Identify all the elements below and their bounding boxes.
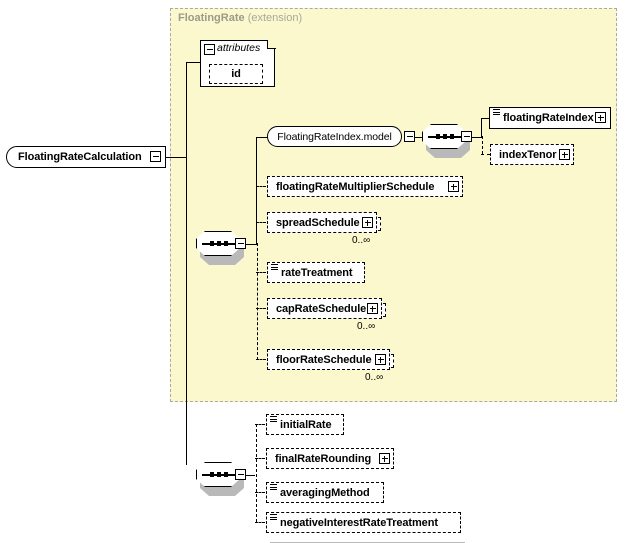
connector-floorRateSchedule: [256, 359, 266, 360]
finalRateRounding-expander-plus-icon[interactable]: [379, 453, 390, 464]
sequence-dots-icon: [210, 240, 228, 246]
connector-attributes: [186, 62, 201, 64]
connector-model-node: [256, 137, 268, 139]
element-finalRateRounding[interactable]: finalRateRounding: [266, 448, 394, 469]
spreadSchedule-cardinality: 0..∞: [352, 235, 371, 246]
element-spreadSchedule[interactable]: spreadSchedule: [267, 212, 377, 233]
connector-finalRateRounding: [255, 458, 265, 459]
floorRateSchedule-expander-plus-icon[interactable]: [375, 354, 386, 365]
connector-initialRate: [255, 424, 265, 425]
attribute-id[interactable]: id: [209, 64, 263, 84]
element-capRateSchedule-label: capRateSchedule: [276, 302, 367, 315]
sequence-node-upper[interactable]: [196, 231, 240, 256]
connector-capRateSchedule: [256, 308, 266, 309]
attributes-box-notch: [267, 40, 276, 49]
element-initialRate-label: initialRate: [280, 418, 332, 431]
connector-averagingMethod: [255, 492, 265, 493]
element-indexTenor-label: indexTenor: [499, 148, 557, 161]
sequence-dots-icon: [436, 133, 454, 139]
element-negativeInterestRateTreatment[interactable]: negativeInterestRateTreatment: [266, 512, 461, 533]
root-node-label: FloatingRateCalculation: [18, 151, 142, 163]
element-indexTenor[interactable]: indexTenor: [490, 144, 574, 165]
connector-upper-branch-dashed: [256, 243, 258, 360]
element-rateTreatment[interactable]: rateTreatment: [267, 262, 365, 283]
element-floatingRateIndex-label: floatingRateIndex: [503, 112, 594, 124]
connector-sequence-inner-out: [471, 136, 482, 138]
element-spreadSchedule-label: spreadSchedule: [276, 216, 360, 229]
connector-negativeInterestRateTreatment: [255, 522, 265, 523]
type-icon: [270, 514, 277, 521]
extension-title-name: FloatingRate: [178, 12, 245, 24]
connector-sequence-lower-out: [245, 474, 255, 476]
connector-indexTenor: [481, 154, 490, 155]
connector-root-trunk: [166, 156, 187, 158]
connector-spreadSchedule: [256, 222, 266, 223]
root-node[interactable]: FloatingRateCalculation: [6, 146, 166, 168]
type-icon: [270, 416, 277, 423]
floatingRateIndex-expander-plus-icon[interactable]: [595, 112, 606, 123]
capRateSchedule-expander-plus-icon[interactable]: [367, 303, 378, 314]
element-negativeInterestRateTreatment-label: negativeInterestRateTreatment: [280, 516, 438, 529]
connector-floatingRateMultiplierSchedule: [256, 186, 266, 187]
element-rateTreatment-label: rateTreatment: [281, 266, 353, 279]
root-expander-minus-icon[interactable]: [150, 151, 161, 162]
connector-lower-branch-dashed: [255, 424, 257, 522]
element-floatingRateMultiplierSchedule[interactable]: floatingRateMultiplierSchedule: [267, 176, 463, 197]
attribute-id-label: id: [231, 68, 241, 80]
connector-rateTreatment: [256, 272, 266, 273]
sequence-node-inner[interactable]: [422, 124, 466, 149]
connector-sequence-upper-out: [245, 243, 257, 245]
element-floorRateSchedule-label: floorRateSchedule: [276, 353, 372, 366]
connector-inner-branch-dashed: [481, 136, 483, 154]
connector-main-trunk: [186, 62, 188, 465]
sequence-node-lower[interactable]: [196, 462, 240, 487]
element-initialRate[interactable]: initialRate: [266, 414, 344, 435]
type-icon: [270, 484, 277, 491]
element-averagingMethod[interactable]: averagingMethod: [266, 482, 384, 503]
model-node-label: FloatingRateIndex.model: [277, 130, 392, 143]
type-icon: [493, 109, 500, 116]
floatingRateMultiplierSchedule-expander-plus-icon[interactable]: [448, 181, 459, 192]
attributes-group-label: attributes: [217, 42, 261, 54]
element-floorRateSchedule[interactable]: floorRateSchedule: [267, 349, 390, 370]
element-capRateSchedule[interactable]: capRateSchedule: [267, 298, 382, 319]
sequence-dots-icon: [210, 471, 228, 477]
element-averagingMethod-label: averagingMethod: [280, 486, 370, 499]
attributes-expander-minus-icon[interactable]: [204, 44, 215, 55]
extension-title: FloatingRate (extension): [178, 12, 302, 24]
element-floatingRateIndex[interactable]: floatingRateIndex: [489, 107, 611, 129]
spreadSchedule-expander-plus-icon[interactable]: [362, 217, 373, 228]
model-node[interactable]: FloatingRateIndex.model: [267, 126, 402, 147]
connector-upper-branch-solid: [256, 137, 258, 244]
extension-title-kind: (extension): [247, 12, 303, 24]
type-icon: [271, 264, 278, 271]
element-floatingRateMultiplierSchedule-label: floatingRateMultiplierSchedule: [276, 180, 435, 193]
connector-inner-branch-solid: [481, 118, 483, 137]
capRateSchedule-cardinality: 0..∞: [357, 321, 376, 332]
floorRateSchedule-cardinality: 0..∞: [365, 372, 384, 383]
connector-model-to-seq: [414, 136, 423, 138]
indexTenor-expander-plus-icon[interactable]: [559, 149, 570, 160]
element-finalRateRounding-label: finalRateRounding: [275, 452, 372, 465]
connector-floatingRateIndex: [481, 118, 490, 120]
